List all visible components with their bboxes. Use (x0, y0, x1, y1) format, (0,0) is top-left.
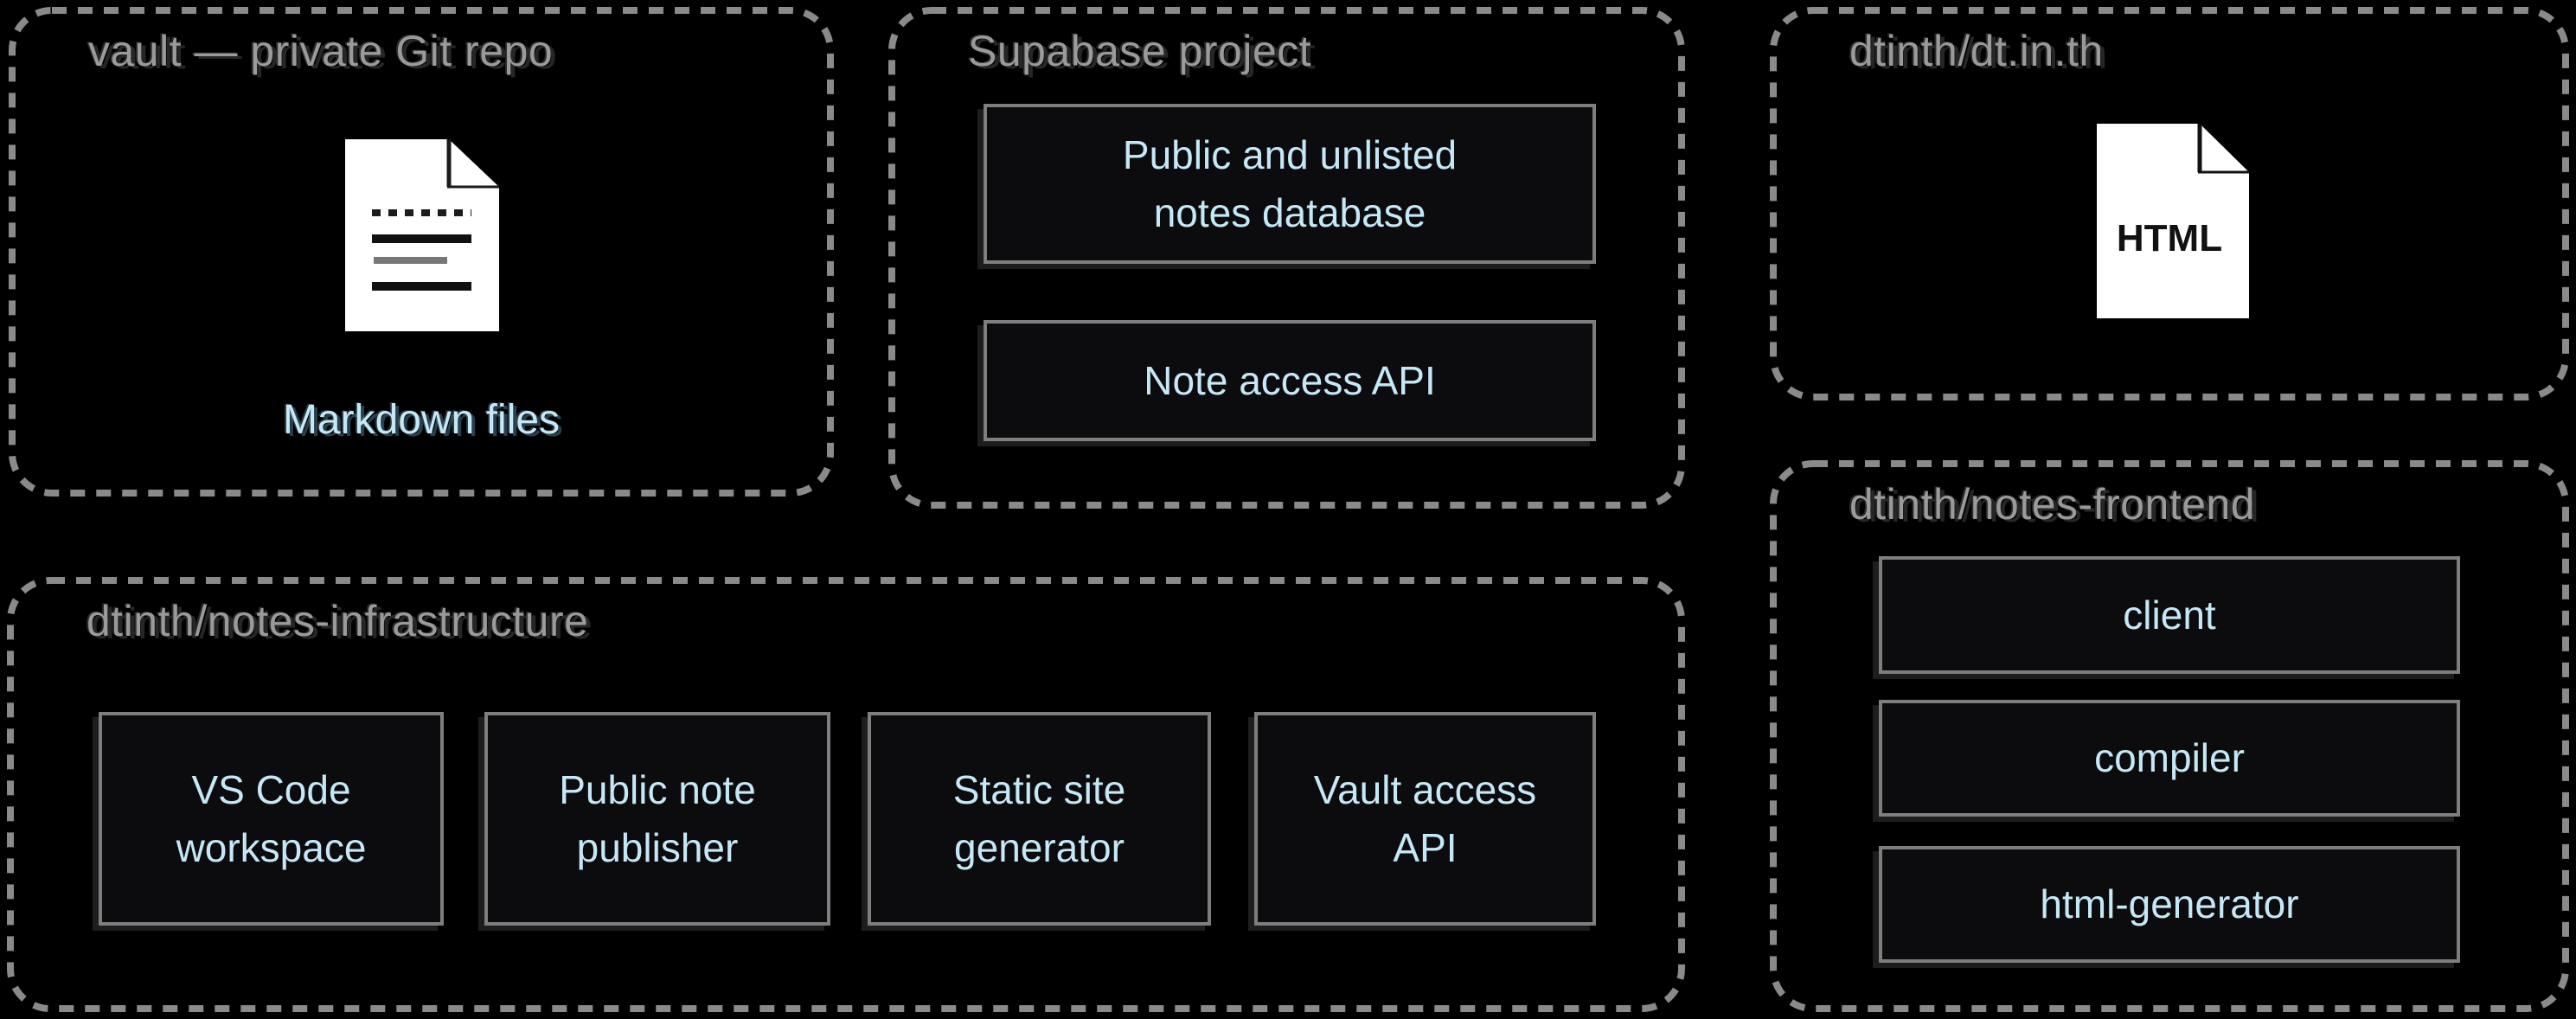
node-vscode-workspace: VS Code workspace (99, 712, 444, 926)
html-icon-label: HTML (2117, 217, 2222, 260)
node-compiler: compiler (1879, 700, 2460, 817)
node-html-generator: html-generator (1879, 846, 2460, 963)
node-note-access-api: Note access API (984, 320, 1596, 441)
container-supabase: Supabase project Public and unlisted not… (888, 7, 1685, 509)
dtinth-site-title: dtinth/dt.in.th (1849, 27, 2104, 75)
markdown-document-icon (345, 139, 499, 331)
node-client: client (1879, 556, 2460, 674)
notes-frontend-title: dtinth/notes-frontend (1849, 480, 2256, 529)
container-vault: vault — private Git repo Markdown files (9, 7, 834, 497)
vault-files-label: Markdown files (282, 397, 561, 443)
node-static-site-generator: Static site generator (868, 712, 1211, 926)
container-dtinth-site: dtinth/dt.in.th HTML (1770, 7, 2569, 401)
supabase-title: Supabase project (968, 27, 1312, 75)
container-notes-infrastructure: dtinth/notes-infrastructure VS Code work… (7, 577, 1685, 1012)
vault-title: vault — private Git repo (88, 27, 554, 75)
node-notes-database: Public and unlisted notes database (984, 104, 1596, 264)
html-file-icon: HTML (2097, 124, 2249, 318)
node-vault-access-api: Vault access API (1254, 712, 1596, 926)
notes-infrastructure-title: dtinth/notes-infrastructure (87, 597, 589, 645)
node-public-note-publisher: Public note publisher (484, 712, 830, 926)
container-notes-frontend: dtinth/notes-frontend client compiler ht… (1770, 460, 2569, 1012)
